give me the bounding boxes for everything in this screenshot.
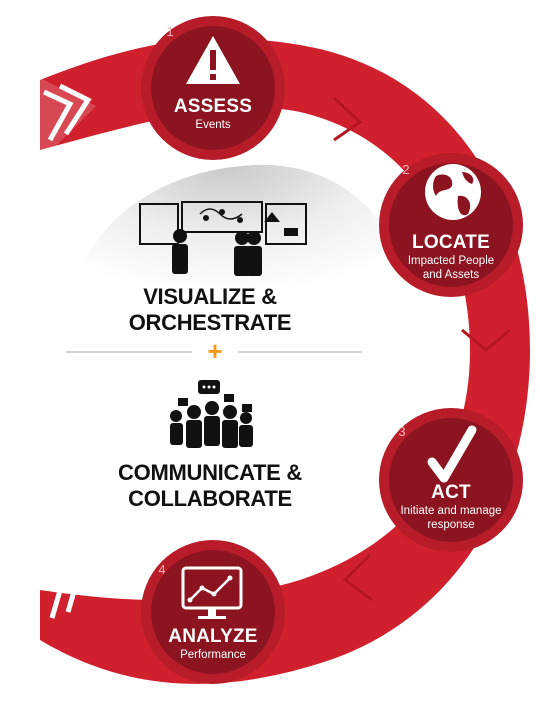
step-title: ASSESS bbox=[173, 96, 253, 117]
step-number-3: 3 bbox=[398, 424, 406, 439]
visualize-orchestrate-title: VISUALIZE & ORCHESTRATE bbox=[110, 284, 310, 336]
step-subtitle: response bbox=[427, 519, 475, 531]
communicate-collaborate-title: COMMUNICATE & COLLABORATE bbox=[100, 460, 320, 512]
step-analyze-label: ANALYZE Performance bbox=[148, 626, 278, 662]
step-subtitle: Events bbox=[195, 119, 231, 131]
step-locate-circle bbox=[379, 153, 523, 297]
title-line: COMMUNICATE & bbox=[118, 460, 302, 485]
step-subtitle: Performance bbox=[180, 649, 246, 661]
ring-arrow-3 bbox=[342, 553, 373, 602]
step-title: ACT bbox=[431, 482, 471, 503]
step-number-1: 1 bbox=[166, 24, 174, 39]
step-subtitle: and Assets bbox=[422, 269, 480, 281]
tail-stripe-bottom-2 bbox=[58, 544, 91, 613]
title-line: COLLABORATE bbox=[128, 486, 292, 511]
step-title: ANALYZE bbox=[168, 626, 258, 647]
tail-stripe-top-1 bbox=[42, 89, 74, 142]
ring-arrow-2 bbox=[461, 328, 511, 352]
title-line: VISUALIZE & bbox=[143, 284, 277, 309]
checkmark-icon bbox=[427, 425, 477, 483]
step-locate-label: LOCATE Impacted People and Assets bbox=[391, 232, 511, 282]
step-assess-label: ASSESS Events bbox=[153, 96, 273, 132]
cycle-ring bbox=[40, 38, 530, 684]
step-analyze-circle bbox=[141, 540, 285, 684]
step-subtitle: Impacted People bbox=[407, 255, 495, 267]
center-backdrop bbox=[55, 164, 400, 350]
step-number-2: 2 bbox=[402, 162, 410, 177]
monitor-chart-icon bbox=[181, 566, 243, 619]
step-act-label: ACT Initiate and manage response bbox=[386, 482, 516, 532]
step-subtitle: Initiate and manage bbox=[400, 505, 502, 517]
step-number-4: 4 bbox=[158, 562, 166, 577]
ring-arrow-1 bbox=[332, 96, 363, 142]
team-discussion-icon bbox=[170, 380, 253, 448]
tail-stripe-top-2 bbox=[58, 83, 92, 136]
step-assess-circle bbox=[141, 16, 285, 160]
title-line: ORCHESTRATE bbox=[128, 310, 292, 335]
plus-icon: + bbox=[207, 336, 223, 366]
step-title: LOCATE bbox=[412, 232, 490, 253]
control-room-icon bbox=[139, 201, 307, 276]
tail-stripe-bottom-1 bbox=[42, 550, 75, 619]
globe-icon bbox=[425, 164, 481, 220]
step-act-circle bbox=[379, 408, 523, 552]
